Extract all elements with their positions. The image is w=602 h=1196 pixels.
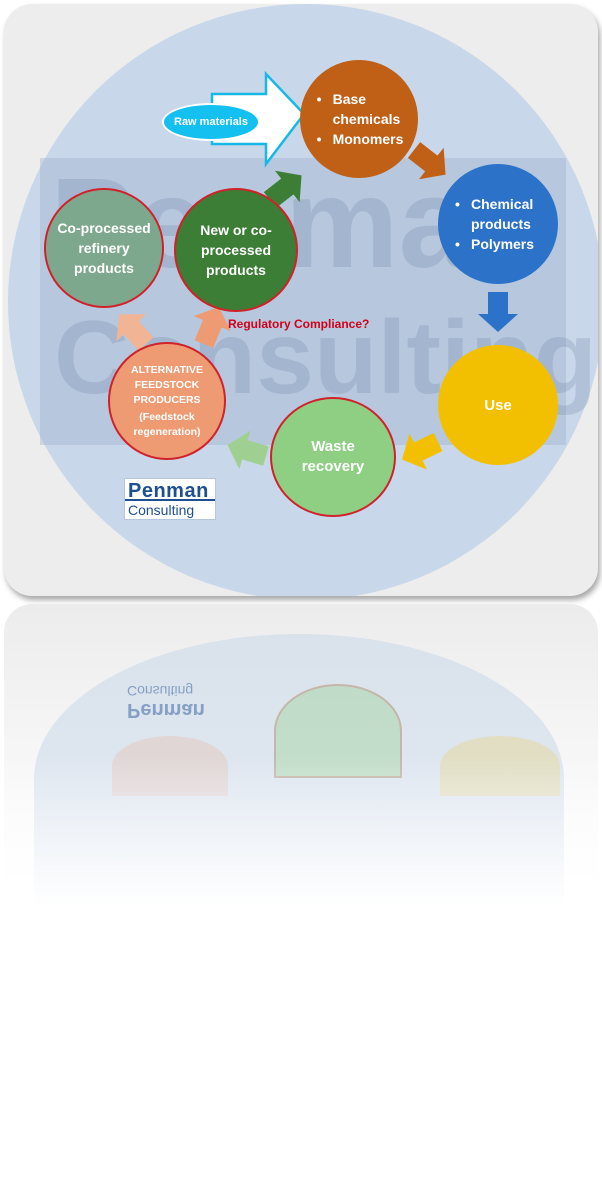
arrow-chemical-to-use <box>478 292 518 332</box>
alternative-sub: (Feedstock regeneration) <box>133 410 201 438</box>
reflection-logo: Penman Consulting <box>124 678 216 722</box>
reflection-logo-line2: Consulting <box>127 683 194 699</box>
refinery-label: Co-processed refinery products <box>57 220 151 276</box>
arrow-base-to-chemical <box>407 142 446 180</box>
flow-arrows <box>116 70 518 470</box>
regulatory-note: Regulatory Compliance? <box>228 317 370 331</box>
node-waste-recovery: Waste recovery <box>270 397 396 517</box>
logo-line-1: Penman <box>128 480 209 502</box>
arrow-new-to-base <box>263 170 302 208</box>
penman-logo: Penman Consulting <box>124 478 216 520</box>
raw-materials-label: Raw materials <box>162 103 260 141</box>
diagram-frame: Penman Consulting Raw materials Base che… <box>4 4 598 596</box>
arrow-alternative-to-refinery <box>116 314 154 351</box>
node-chemical-products: Chemical products Polymers <box>438 164 558 284</box>
arrow-alternative-to-new <box>193 306 231 348</box>
arrow-waste-to-alternative <box>227 430 269 470</box>
new-label: New or co-processed products <box>200 222 272 278</box>
reflection: Penman Consulting <box>4 604 598 924</box>
reflection-logo-line1: Penman <box>127 699 205 721</box>
chemical-item-1: Chemical products <box>453 194 543 234</box>
reflection-fade <box>4 754 598 924</box>
node-new-coprocessed: New or co-processed products <box>174 188 298 312</box>
chemical-item-2: Polymers <box>453 234 543 254</box>
node-use: Use <box>438 345 558 465</box>
logo-bar <box>125 499 215 501</box>
base-item-1: Base chemicals <box>315 89 403 129</box>
base-item-2: Monomers <box>315 129 404 149</box>
arrow-use-to-waste <box>402 433 443 470</box>
waste-label: Waste recovery <box>301 438 365 475</box>
node-alternative-feedstock: ALTERNATIVE FEEDSTOCK PRODUCERS (Feedsto… <box>108 342 226 460</box>
alternative-title: ALTERNATIVE FEEDSTOCK PRODUCERS <box>131 363 203 406</box>
logo-line-2: Consulting <box>128 502 195 518</box>
use-label: Use <box>484 396 512 414</box>
node-coprocessed-refinery: Co-processed refinery products <box>44 188 164 308</box>
node-base-chemicals: Base chemicals Monomers <box>300 60 418 178</box>
